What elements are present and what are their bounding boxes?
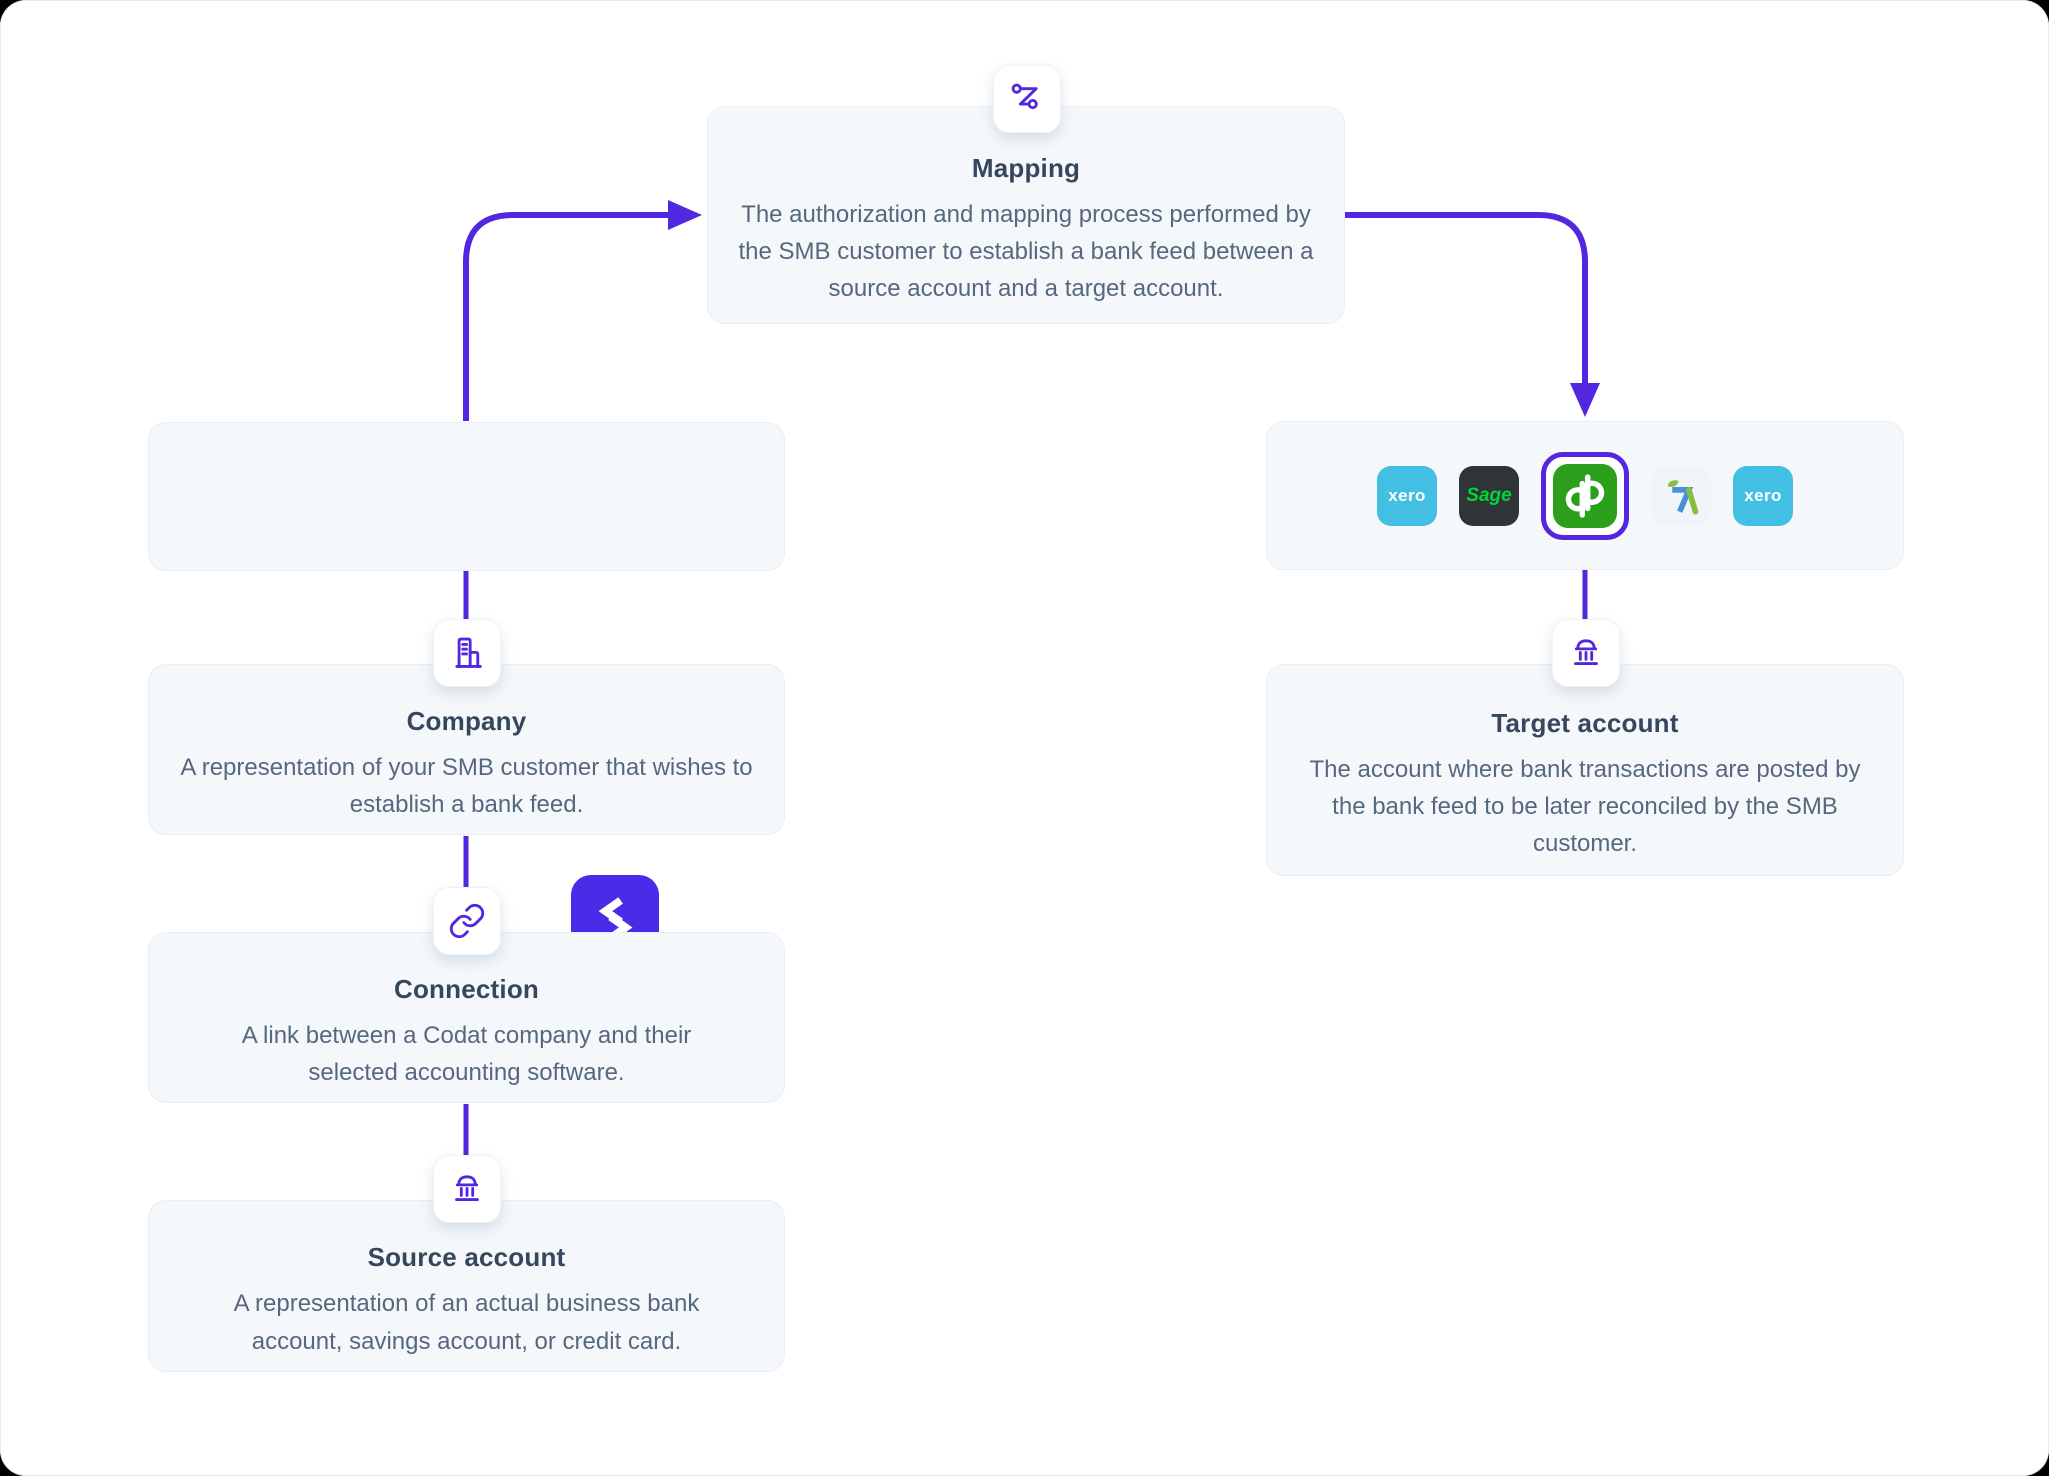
arrowhead-right bbox=[668, 200, 702, 230]
target-account-card: Target account The account where bank tr… bbox=[1266, 664, 1904, 876]
company-description: A representation of your SMB customer th… bbox=[180, 753, 753, 818]
source-account-card: Source account A representation of an ac… bbox=[148, 1200, 785, 1372]
bank-icon bbox=[1574, 639, 1598, 666]
company-title: Company bbox=[406, 705, 527, 736]
source-account-description: A representation of an actual business b… bbox=[233, 1290, 700, 1355]
mapping-badge bbox=[993, 65, 1061, 133]
target-account-title: Target account bbox=[1491, 707, 1679, 738]
quickbooks-selected-ring[interactable] bbox=[1541, 451, 1629, 540]
link-icon bbox=[449, 903, 485, 939]
company-badge bbox=[433, 619, 501, 687]
quickbooks-logo bbox=[1553, 463, 1617, 528]
route-icon bbox=[1011, 83, 1038, 110]
integrations-card: xero Sage xero bbox=[1266, 421, 1904, 570]
mapping-card: Mapping The authorization and mapping pr… bbox=[707, 106, 1345, 324]
connection-card: Connection A link between a Codat compan… bbox=[148, 932, 785, 1103]
building-icon bbox=[455, 637, 482, 668]
xero-logo[interactable]: xero bbox=[1733, 465, 1793, 526]
source-account-title: Source account bbox=[367, 1242, 566, 1273]
target-account-badge bbox=[1552, 619, 1620, 687]
xero-logo-label: xero bbox=[1388, 485, 1426, 505]
sage-logo-label: Sage bbox=[1466, 484, 1512, 506]
mapping-title: Mapping bbox=[971, 152, 1081, 183]
company-card: Company A representation of your SMB cus… bbox=[148, 664, 785, 835]
mapping-description: The authorization and mapping process pe… bbox=[738, 200, 1314, 303]
source-account-badge bbox=[433, 1155, 501, 1223]
xero-logo[interactable]: xero bbox=[1377, 465, 1437, 526]
connection-description: A link between a Codat company and their… bbox=[241, 1021, 692, 1086]
bank-icon bbox=[455, 1175, 479, 1202]
codat-card bbox=[148, 422, 785, 963]
xero-logo-label: xero bbox=[1744, 485, 1782, 505]
freeagent-a-icon bbox=[1667, 479, 1699, 515]
arrowhead-down bbox=[1570, 383, 1600, 417]
arrow-codat-to-mapping bbox=[463, 212, 670, 421]
sage-logo[interactable]: Sage bbox=[1459, 465, 1519, 526]
quickbooks-qb-icon bbox=[1565, 473, 1605, 518]
arrow-mapping-to-integrations bbox=[1345, 212, 1588, 385]
freeagent-logo[interactable] bbox=[1651, 465, 1711, 526]
connection-title: Connection bbox=[394, 973, 539, 1004]
connection-badge bbox=[433, 887, 501, 955]
target-account-description: The account where bank transactions are … bbox=[1309, 755, 1861, 858]
